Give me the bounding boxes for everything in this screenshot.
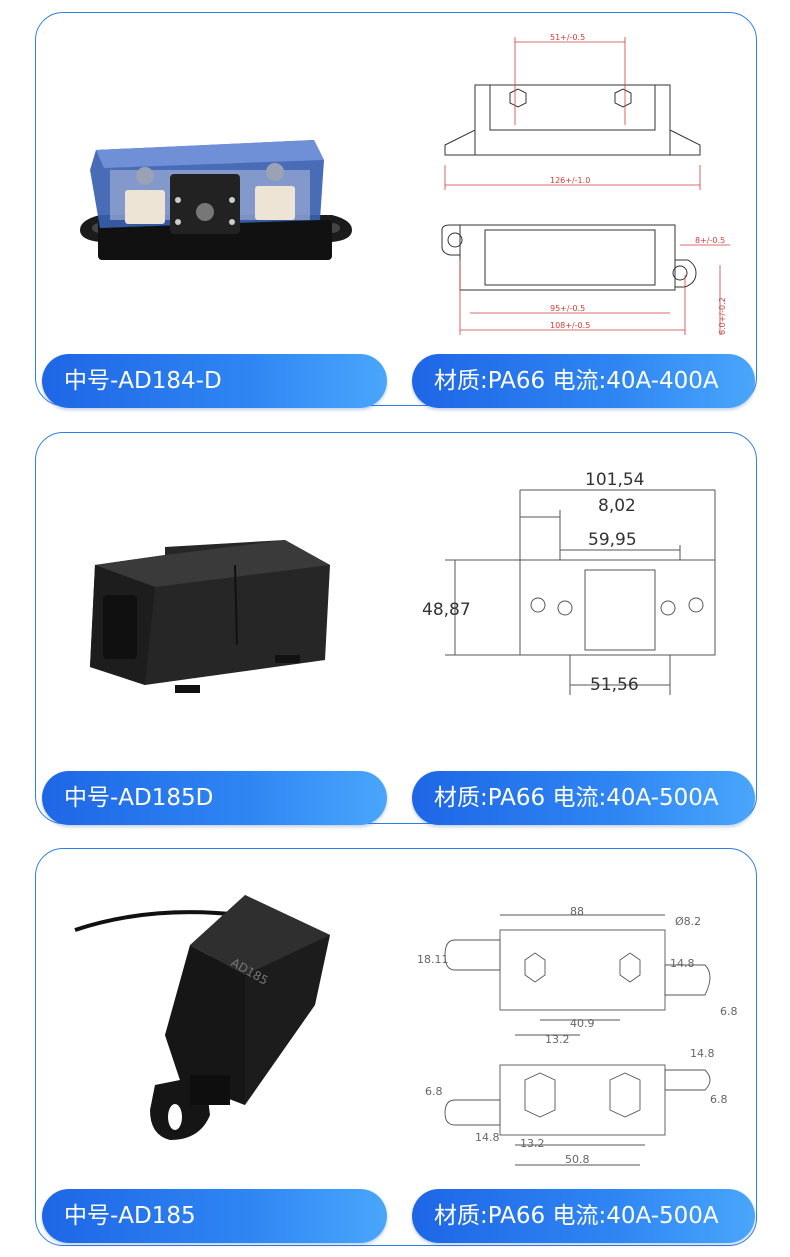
- dim-14-8-c: 14.8: [475, 1131, 500, 1144]
- dim-8: 8+/-0.5: [695, 236, 725, 245]
- dim-13-2-a: 13.2: [545, 1033, 570, 1046]
- dim-6-8-b: 6.8: [425, 1085, 443, 1098]
- dim-88: 88: [570, 905, 584, 918]
- dim-dia-8-2: Ø8.2: [675, 915, 701, 928]
- model-label-ad185: 中号-AD185: [42, 1189, 387, 1243]
- dim-95: 95+/-0.5: [550, 304, 585, 313]
- dimension-drawing-ad185: 88 Ø8.2 18.11 14.8 6.8 40.9 13.2 14.8 6.…: [417, 905, 738, 1166]
- model-label-ad185d: 中号-AD185D: [42, 771, 387, 825]
- dim-48-87: 48,87: [422, 600, 471, 620]
- spec-label-ad185: 材质:PA66 电流:40A-500A: [412, 1189, 755, 1243]
- dim-8-02: 8,02: [598, 496, 636, 516]
- fuse-holder-photo-ad184d: [80, 140, 352, 260]
- dim-126: 126+/-1.0: [550, 176, 590, 185]
- fuse-holder-photo-ad185: AD185: [74, 895, 330, 1140]
- dim-14-8-b: 14.8: [690, 1047, 715, 1060]
- dim-101-54: 101,54: [585, 470, 644, 490]
- dim-6-8-c: 6.8: [710, 1093, 728, 1106]
- dim-51-56: 51,56: [590, 675, 639, 695]
- spec-label-ad184d: 材质:PA66 电流:40A-400A: [412, 354, 755, 408]
- dimension-drawing-ad184d: 51+/-0.5 126+/-1.0 8+/-0.5 95+/-0.5 108+…: [441, 33, 730, 335]
- fuse-holder-photo-ad185d: [90, 540, 330, 693]
- dim-13-2-b: 13.2: [520, 1137, 545, 1150]
- dim-14-8-a: 14.8: [670, 957, 695, 970]
- dim-51: 51+/-0.5: [550, 33, 585, 42]
- dim-6-8-a: 6.8: [720, 1005, 738, 1018]
- dim-40-9: 40.9: [570, 1017, 595, 1030]
- dim-59-95: 59,95: [588, 530, 637, 550]
- dim-6: 6.0+/-0.2: [718, 297, 727, 335]
- dim-50-8: 50.8: [565, 1153, 590, 1166]
- spec-label-ad185d: 材质:PA66 电流:40A-500A: [412, 771, 755, 825]
- dim-18-11: 18.11: [417, 953, 449, 966]
- dimension-drawing-ad185d: 101,54 8,02 59,95 48,87 51,56: [422, 470, 716, 695]
- model-label-ad184d: 中号-AD184-D: [42, 354, 387, 408]
- dim-108: 108+/-0.5: [550, 321, 590, 330]
